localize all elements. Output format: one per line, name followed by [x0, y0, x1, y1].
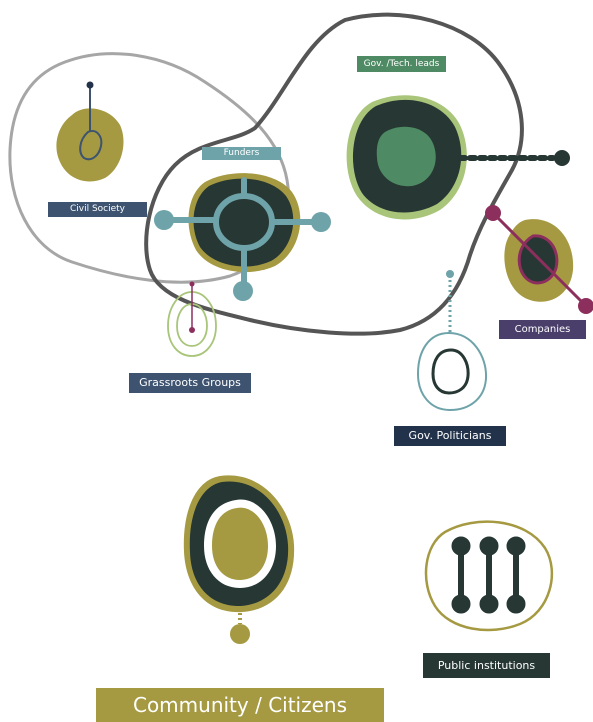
public-institutions-node	[426, 522, 552, 630]
pillar-3-top	[507, 537, 525, 555]
civil-society-label: Civil Society	[48, 202, 147, 217]
pillar-3-bottom	[507, 595, 525, 613]
funders-dot-left	[154, 210, 174, 230]
pillar-1-bottom	[452, 595, 470, 613]
politicians-dot	[446, 270, 454, 278]
community-citizens-label: Community / Citizens	[96, 688, 384, 722]
grassroots-node	[168, 282, 216, 357]
public-institutions-label: Public institutions	[423, 653, 550, 678]
gov-tech-dot	[554, 150, 570, 166]
gov-tech-node	[347, 95, 570, 219]
grassroots-groups-label: Grassroots Groups	[129, 373, 251, 393]
pillar-2-bottom	[480, 595, 498, 613]
gov-tech-leads-label: Gov. /Tech. leads	[357, 56, 446, 72]
government-boundary	[146, 15, 522, 334]
civil-society-node	[56, 82, 123, 182]
community-dot	[230, 624, 250, 644]
civil-society-dot	[87, 82, 94, 89]
funders-dot-right	[311, 212, 331, 232]
gov-tech-core	[377, 127, 436, 186]
companies-dot-start	[485, 205, 501, 221]
grassroots-dot-top	[190, 282, 195, 287]
pillar-2-top	[480, 537, 498, 555]
companies-node	[485, 205, 593, 314]
grassroots-dot-center	[189, 327, 195, 333]
pillar-1-top	[452, 537, 470, 555]
gov-politicians-label: Gov. Politicians	[394, 426, 506, 446]
companies-label: Companies	[499, 320, 586, 339]
funders-label: Funders	[202, 147, 281, 160]
funders-dot-bottom	[233, 281, 253, 301]
community-node	[184, 475, 294, 644]
politicians-outer-ring	[418, 333, 486, 410]
politicians-inner-ring	[433, 350, 468, 393]
